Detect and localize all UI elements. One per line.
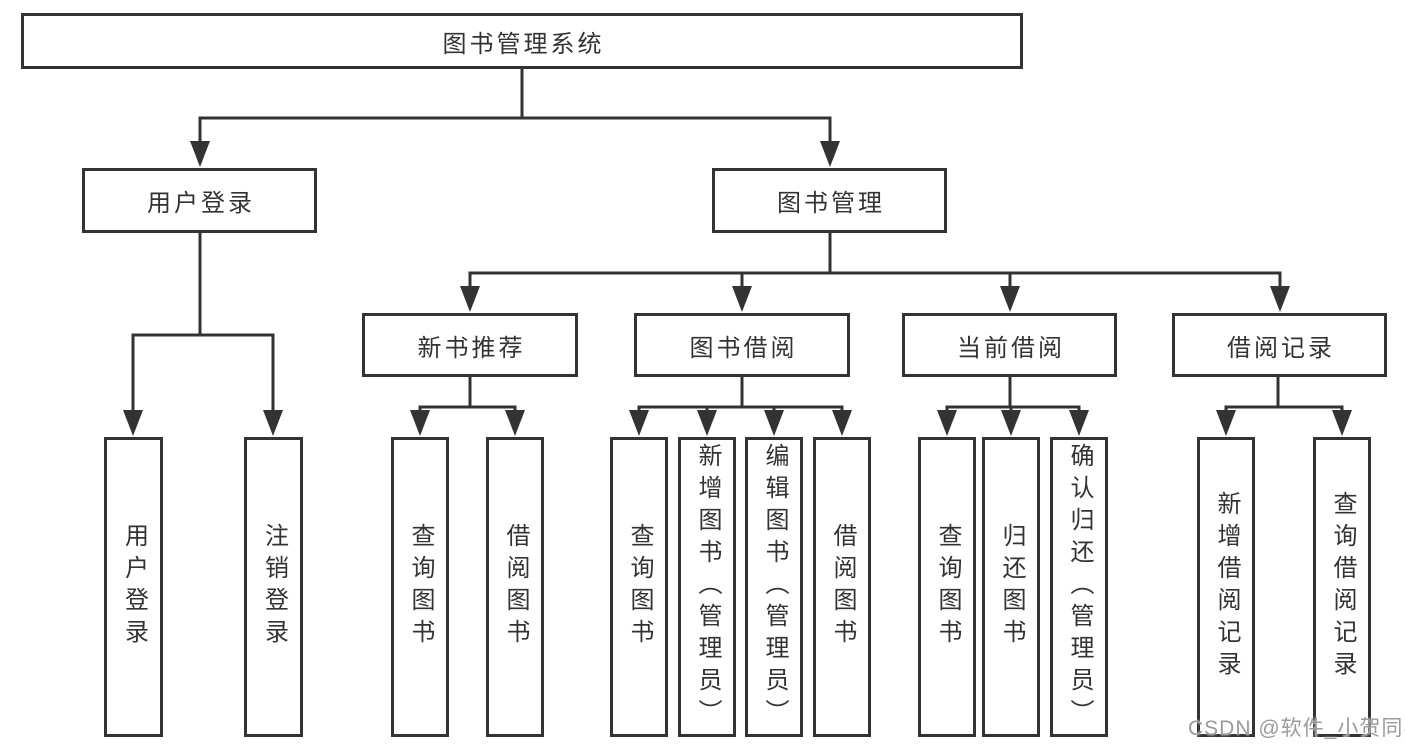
node-label: 图书管理: [777, 190, 885, 217]
leaf-query-books-borrow: 查询图书: [610, 437, 668, 737]
node-current-borrowing: 当前借阅: [902, 313, 1117, 377]
node-label: 查询图书: [934, 523, 961, 651]
node-book-management: 图书管理: [712, 168, 947, 233]
node-label: 新增图书（管理员）: [694, 443, 721, 731]
leaf-user-login: 用户登录: [104, 437, 163, 737]
leaf-query-books-recommend: 查询图书: [391, 437, 449, 737]
leaf-borrow-books: 借阅图书: [813, 437, 871, 737]
node-book-borrowing: 图书借阅: [634, 313, 850, 377]
connector-arrows: [123, 141, 1352, 436]
node-label: 编辑图书（管理员）: [761, 443, 788, 731]
node-user-login: 用户登录: [82, 168, 317, 233]
watermark: CSDN @软件_小贺同学: [1188, 717, 1405, 740]
node-label: 用户登录: [120, 523, 148, 651]
node-label: 确认归还（管理员）: [1066, 443, 1093, 731]
node-label: 查询借阅记录: [1329, 491, 1356, 683]
leaf-return-book: 归还图书: [982, 437, 1040, 737]
node-label: 图书管理系统: [442, 30, 605, 58]
node-label: 新书推荐: [417, 334, 526, 362]
node-label: 归还图书: [998, 523, 1025, 651]
leaf-confirm-return-admin: 确认归还（管理员）: [1050, 437, 1108, 737]
leaf-query-books-current: 查询图书: [918, 437, 976, 737]
leaf-query-borrow-record: 查询借阅记录: [1313, 437, 1371, 737]
leaf-edit-book-admin: 编辑图书（管理员）: [745, 437, 803, 737]
node-label: 借阅记录: [1227, 334, 1335, 362]
node-label: 当前借阅: [957, 334, 1065, 362]
node-library-management-system: 图书管理系统: [21, 13, 1023, 69]
node-label: 借阅图书: [502, 523, 529, 651]
leaf-borrow-books-recommend: 借阅图书: [486, 437, 544, 737]
node-label: 借阅图书: [829, 523, 856, 651]
leaf-add-book-admin: 新增图书（管理员）: [678, 437, 736, 737]
leaf-add-borrow-record: 新增借阅记录: [1197, 437, 1255, 737]
node-label: 图书借阅: [689, 334, 798, 362]
node-label: 新增借阅记录: [1213, 491, 1240, 683]
node-borrowing-records: 借阅记录: [1172, 313, 1387, 377]
node-new-book-recommend: 新书推荐: [362, 313, 578, 377]
leaf-logout: 注销登录: [244, 437, 303, 737]
node-label: 查询图书: [407, 523, 434, 651]
node-label: 用户登录: [147, 190, 255, 217]
node-label: 注销登录: [260, 523, 288, 651]
node-label: 查询图书: [626, 523, 653, 651]
